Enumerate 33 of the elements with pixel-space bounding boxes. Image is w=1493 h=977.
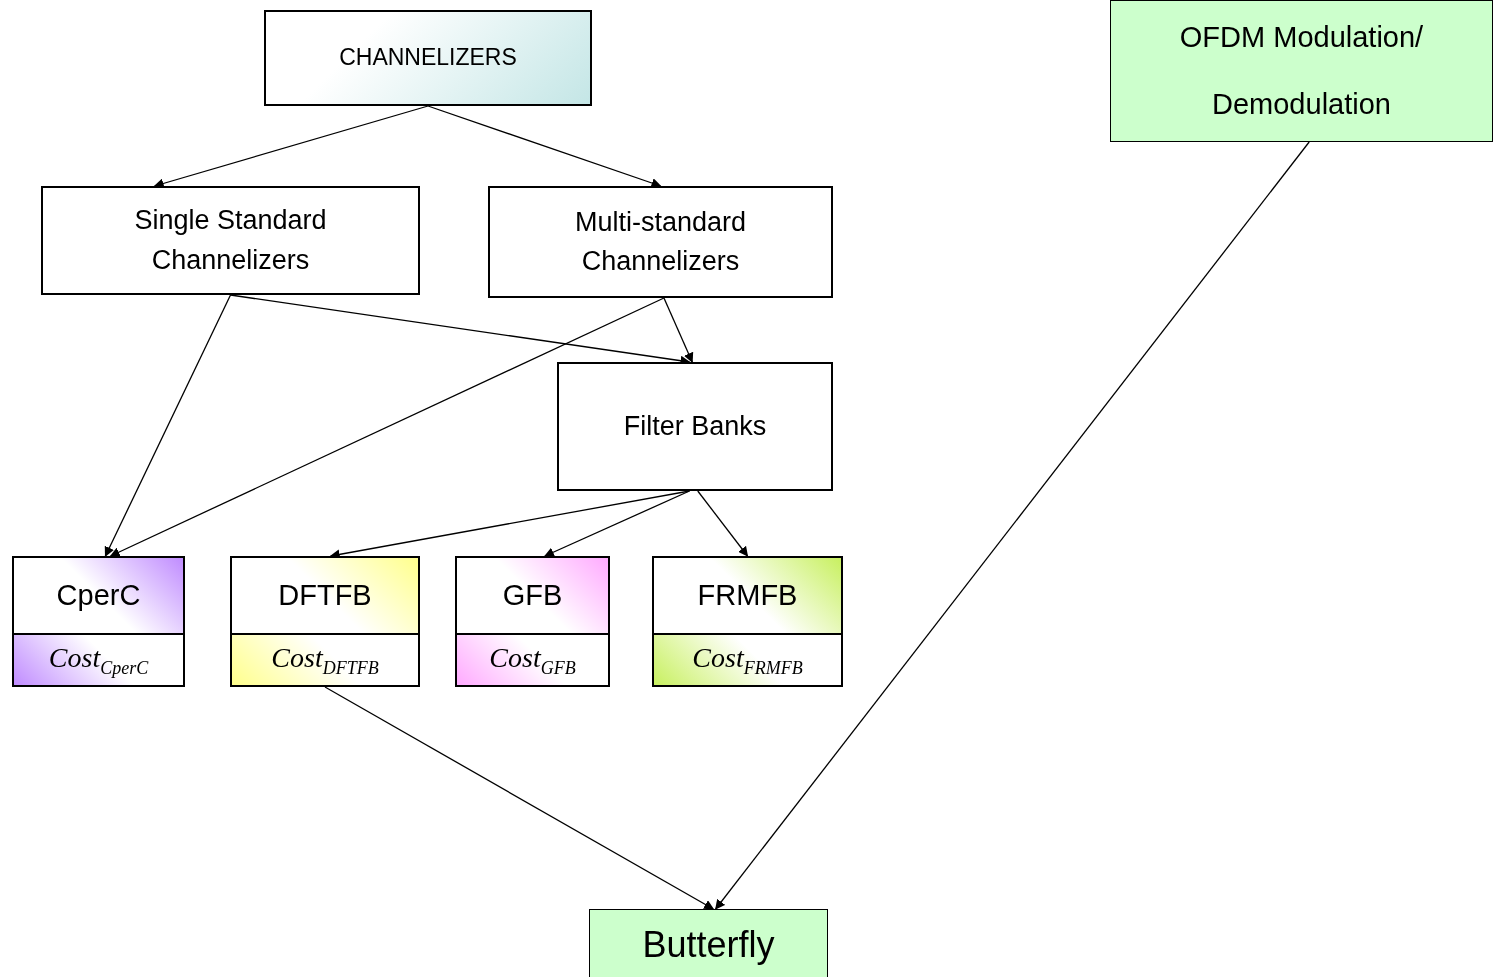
cost-formula: Cost$_{FRMFB}$: [692, 641, 803, 679]
arrow: [544, 490, 691, 557]
cost-box: [652, 556, 843, 687]
node-label: Single Standard Channelizers: [133, 204, 328, 277]
node-label: OFDM Modulation/ Demodulation: [1178, 20, 1425, 122]
node-label: Butterfly: [641, 922, 776, 967]
arrow: [715, 141, 1310, 910]
arrow: [663, 297, 694, 363]
process-box: [589, 909, 828, 977]
node-label: Filter Banks: [622, 409, 768, 443]
arrow: [324, 686, 715, 910]
node-label: CHANNELIZERS: [338, 43, 518, 73]
node-label: FRMFB: [697, 579, 798, 613]
cost-box: [230, 556, 420, 687]
title-box: [264, 10, 592, 106]
node-label: Multi-standard Channelizers: [573, 205, 748, 278]
cost-box: [12, 556, 185, 687]
arrow: [109, 297, 665, 557]
cost-formula: Cost$_{GFB}$: [489, 641, 576, 679]
node-label: GFB: [502, 579, 563, 613]
process-box: [557, 362, 833, 491]
cost-formula: Cost$_{CperC}$: [48, 641, 149, 679]
arrow: [104, 294, 232, 557]
node-label: DFTFB: [278, 579, 372, 613]
cost-formula: Cost$_{DFTFB}$: [271, 641, 379, 679]
arrow: [427, 105, 662, 188]
node-label: CperC: [56, 579, 141, 613]
cost-box: [455, 556, 610, 687]
category-box: [488, 186, 833, 298]
arrow: [153, 105, 429, 189]
arrow: [697, 490, 749, 557]
process-box: [1110, 0, 1493, 142]
category-box: [41, 186, 420, 295]
